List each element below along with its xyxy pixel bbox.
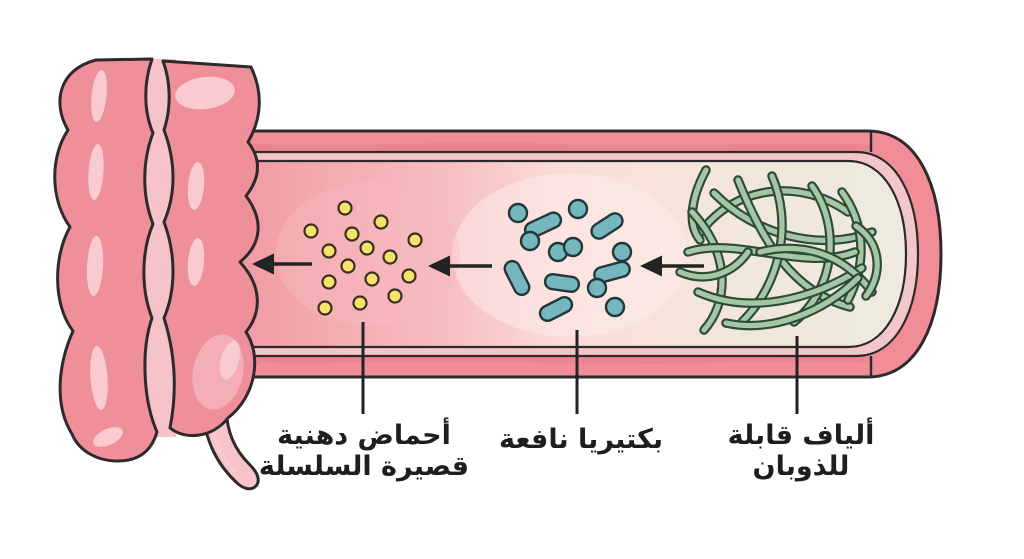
label-scfa-line2: قصيرة السلسلة bbox=[258, 451, 470, 482]
colon-highlights bbox=[86, 70, 244, 447]
intestine-illustration bbox=[53, 57, 261, 491]
tube-wall-shade-top bbox=[240, 142, 870, 151]
label-bacteria-line1: بكتيريا نافعة bbox=[499, 424, 663, 455]
label-beneficial-bacteria: بكتيريا نافعة bbox=[499, 424, 663, 455]
bacteria-cluster bbox=[503, 198, 633, 323]
fatty-acid-cluster bbox=[303, 200, 423, 316]
label-fiber-line2: للذوبان bbox=[752, 451, 850, 482]
flow-arrow-bacteria-to-scfa bbox=[428, 255, 492, 277]
label-short-chain-fatty-acids: أحماض دهنية قصيرة السلسلة bbox=[259, 420, 469, 482]
label-soluble-fiber: ألياف قابلة للذوبان bbox=[728, 420, 875, 482]
flow-arrow-scfa-to-intestine bbox=[252, 253, 312, 275]
tube-wall-shade-bottom bbox=[240, 357, 870, 365]
colon-left-column bbox=[53, 57, 159, 463]
label-fiber-line1: ألياف قابلة bbox=[727, 420, 875, 451]
soluble-fiber-cluster bbox=[675, 165, 882, 335]
label-scfa-line1: أحماض دهنية bbox=[277, 420, 451, 451]
flow-arrow-fiber-to-bacteria bbox=[640, 255, 704, 277]
